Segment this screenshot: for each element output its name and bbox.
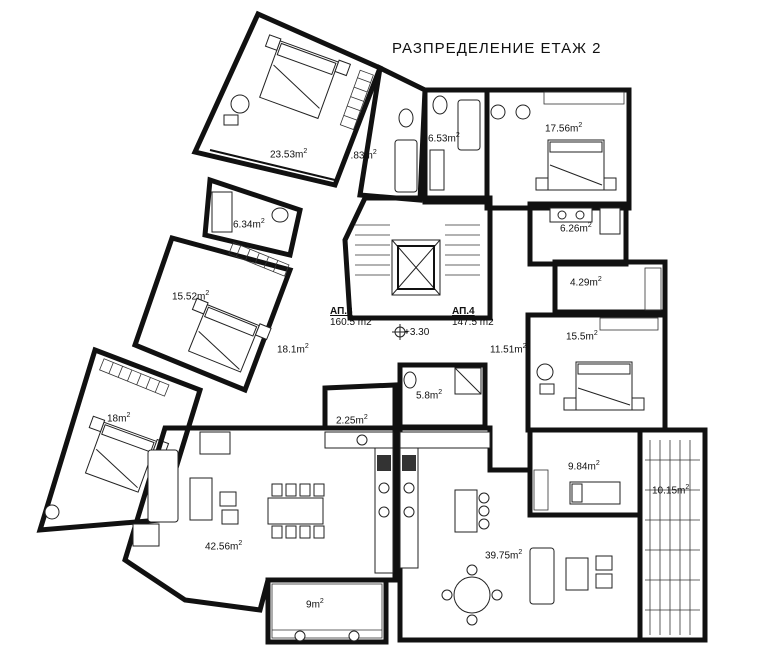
living-42-56 xyxy=(122,425,398,613)
bath-5-8 xyxy=(397,362,488,430)
bedroom-9-84 xyxy=(527,427,643,518)
apartment-3-code: АП.3 xyxy=(330,306,353,317)
room-area-label: 4.29m2 xyxy=(570,276,602,289)
room-area-label: 11.51m2 xyxy=(490,343,527,356)
room-area-label: 15.5m2 xyxy=(566,330,598,343)
room-area-label: 17.56m2 xyxy=(545,122,583,135)
room-area-label: 18.1m2 xyxy=(277,343,309,356)
apartment-4-label: АП.4 147.5 m2 xyxy=(452,306,494,328)
wing-upper-left xyxy=(191,10,384,188)
terrace-10-15 xyxy=(637,427,708,643)
bath-7-83 xyxy=(357,64,428,203)
room-area-label: 2.25m2 xyxy=(336,414,368,427)
room-area-label: 10.15m2 xyxy=(652,484,690,497)
apartment-3-label: АП.3 160.5 m2 xyxy=(330,306,372,328)
apartment-4-area: 147.5 m2 xyxy=(452,317,494,328)
room-area-label: 42.56m2 xyxy=(205,540,243,553)
living-39-75 xyxy=(397,425,643,643)
room-area-label: 39.75m2 xyxy=(485,549,523,562)
room-area-label: 18m2 xyxy=(107,412,131,425)
plan-title: РАЗПРЕДЕЛЕНИЕ ЕТАЖ 2 xyxy=(392,40,602,57)
bath-6-53 xyxy=(422,87,490,205)
room-area-label: 15.52m2 xyxy=(172,290,210,303)
bath-6-26 xyxy=(527,201,629,267)
room-area-label: 9.84m2 xyxy=(568,460,600,473)
bedroom-17-56 xyxy=(484,87,632,211)
room-area-label: 6.26m2 xyxy=(560,222,592,235)
room-area-label: 5.8m2 xyxy=(416,389,443,402)
room-area-label: 7.83m2 xyxy=(345,149,377,162)
elevation-label: +3.30 xyxy=(404,327,430,338)
wing-middle-left xyxy=(131,176,303,394)
elevation-marker xyxy=(392,324,408,340)
apartment-4-code: АП.4 xyxy=(452,306,475,317)
room-area-label: 23.53m2 xyxy=(270,148,308,161)
room-area-label: 6.34m2 xyxy=(233,218,265,231)
room-area-label: 6.53m2 xyxy=(428,132,460,145)
terrace-9 xyxy=(265,577,389,645)
stair-core xyxy=(342,195,493,321)
apartment-3-area: 160.5 m2 xyxy=(330,317,372,328)
room-area-label: 9m2 xyxy=(306,598,324,611)
wc-2-25 xyxy=(322,382,398,431)
